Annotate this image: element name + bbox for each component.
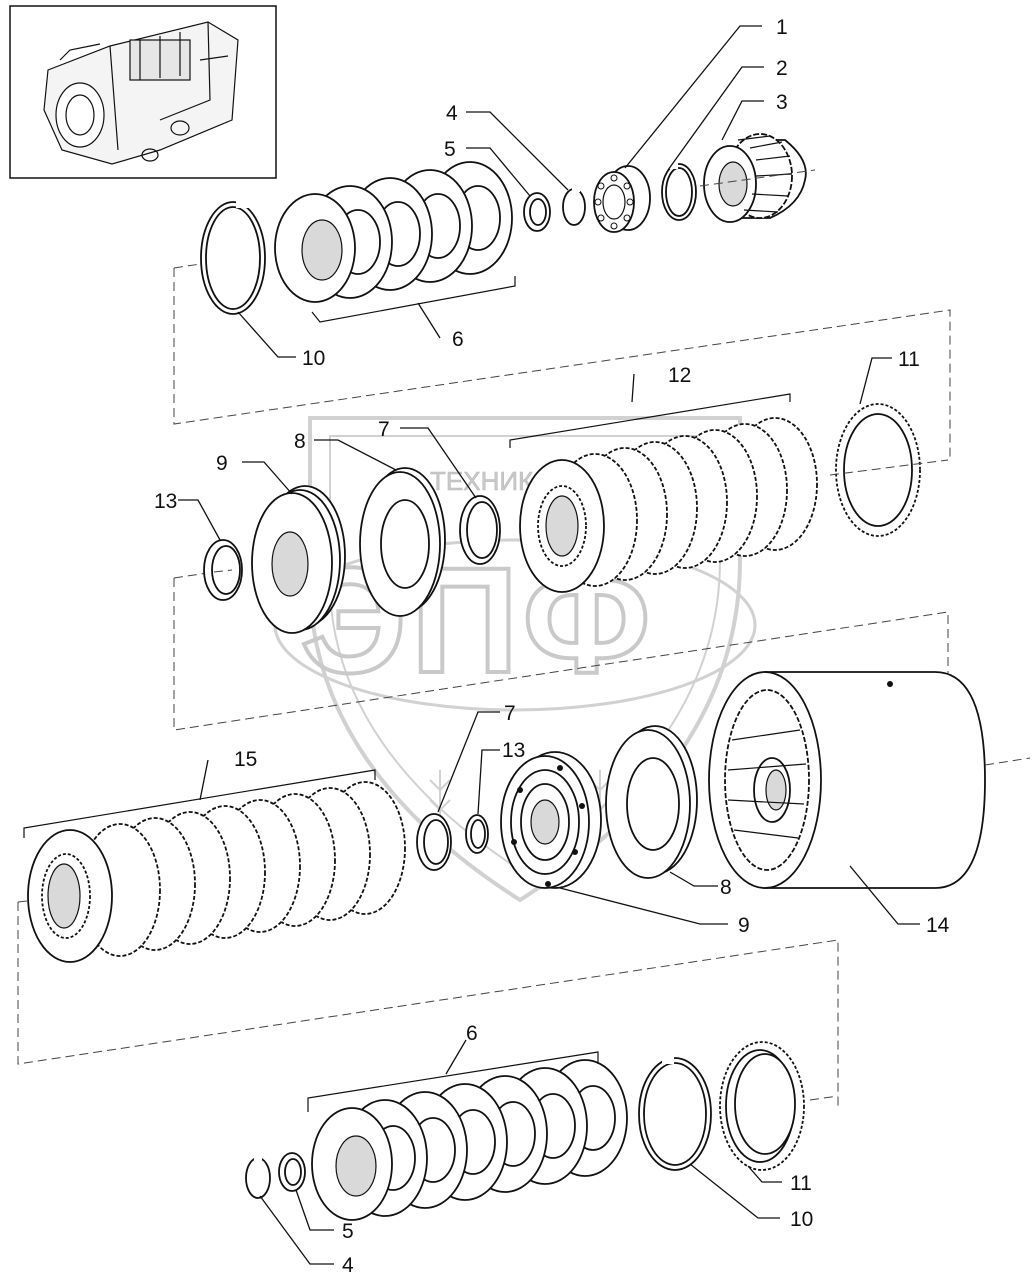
callout-4: 4	[446, 102, 458, 125]
part-15-friction-disc-pack	[23, 759, 406, 963]
callout-13: 13	[154, 490, 177, 513]
callout-labels: 1 2 3 4 5 6 10 12 11 7 8 9 13 7 13 15 8 …	[154, 16, 950, 1277]
part-12-friction-disc-pack	[509, 393, 818, 593]
part-2-snap-ring	[661, 162, 697, 221]
row-1-parts	[200, 133, 816, 339]
part-13-ring	[203, 539, 243, 601]
callout-7: 7	[378, 418, 390, 441]
part-6-clutch-plates-set	[274, 161, 516, 339]
row-4-parts	[245, 1039, 839, 1221]
part-13-ring-lower	[465, 814, 489, 854]
callout-8-lower: 8	[720, 876, 732, 899]
part-7-ring-lower	[416, 813, 452, 871]
part-9-piston-lower	[500, 751, 602, 889]
row-3-parts	[23, 671, 1031, 963]
part-6-clutch-plates-set-lower	[307, 1039, 628, 1221]
part-5-washer-lower	[278, 1152, 306, 1192]
callout-11-lower: 11	[790, 1172, 812, 1195]
part-8-plate	[359, 467, 446, 617]
callout-4-lower: 4	[342, 1254, 354, 1277]
callout-2: 2	[776, 57, 788, 80]
callout-3: 3	[776, 91, 788, 114]
part-10-snap-ring	[200, 200, 266, 315]
leader-lines	[178, 25, 920, 1265]
part-7-ring	[459, 495, 501, 565]
part-9-piston	[251, 485, 346, 634]
callout-13-lower: 13	[502, 739, 525, 762]
part-11-steel-disc	[835, 403, 921, 537]
part-14-clutch-drum	[708, 671, 986, 889]
callout-12: 12	[668, 364, 691, 387]
callout-15: 15	[234, 748, 257, 771]
disc-pack-12-disc	[519, 417, 818, 593]
callout-14: 14	[926, 914, 950, 937]
part-4-snap-ring-lower	[245, 1156, 271, 1199]
callout-8: 8	[294, 430, 306, 453]
callout-10: 10	[302, 347, 325, 370]
part-3-gear	[703, 133, 807, 223]
callout-7-lower: 7	[504, 702, 516, 725]
callout-6-lower: 6	[466, 1022, 478, 1045]
callout-6: 6	[452, 328, 464, 351]
callout-11: 11	[898, 348, 920, 371]
callout-9-lower: 9	[738, 914, 750, 937]
part-11-steel-disc-lower	[719, 1041, 805, 1171]
part-1-bearing	[593, 165, 651, 233]
callout-10-lower: 10	[790, 1208, 813, 1231]
part-5-washer	[523, 192, 551, 232]
part-10-snap-ring-lower	[638, 1056, 712, 1171]
transmission-housing-icon	[43, 21, 239, 165]
part-8-plate-lower	[605, 725, 698, 879]
callout-5: 5	[444, 138, 456, 161]
thumbnail-frame	[9, 5, 277, 179]
part-4-snap-ring	[562, 186, 586, 226]
callout-1: 1	[776, 16, 788, 39]
callout-5-lower: 5	[342, 1220, 354, 1243]
callout-9: 9	[216, 452, 228, 475]
row-2-parts	[203, 393, 949, 634]
